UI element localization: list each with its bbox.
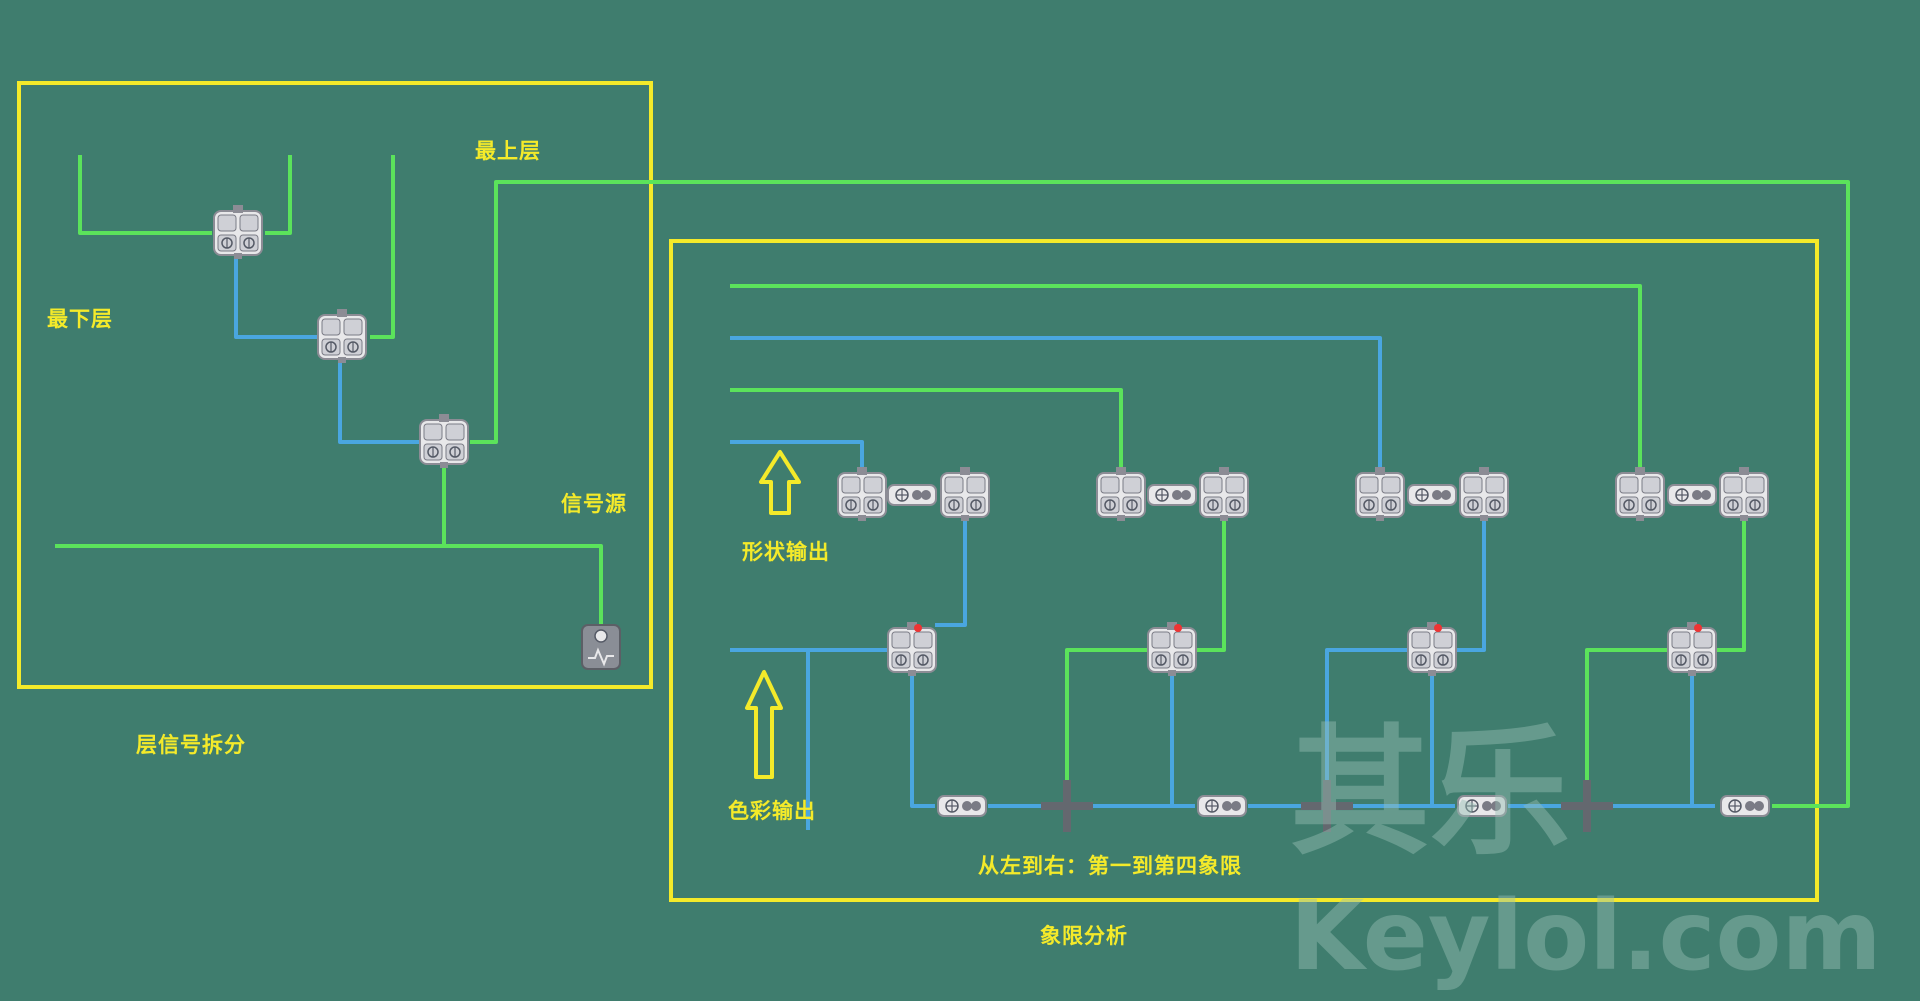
crossover-block[interactable]: [1096, 466, 1146, 522]
label-color-output: 色彩输出: [728, 799, 816, 823]
label-layer-split: 层信号拆分: [136, 733, 246, 757]
painter-block[interactable]: [1407, 621, 1457, 677]
label-top-layer: 最上层: [475, 139, 541, 163]
crossover-block[interactable]: [837, 466, 887, 522]
label-bottom-layer: 最下层: [47, 307, 113, 331]
green-wire: [470, 180, 1850, 808]
crossover-block[interactable]: [1147, 484, 1197, 506]
painter-block[interactable]: [1667, 621, 1717, 677]
arrow-up-icon: [745, 670, 783, 779]
crossover-block[interactable]: [1719, 466, 1769, 522]
layer-split-frame: [17, 81, 653, 689]
watermark-url: Keylol.com: [1290, 880, 1882, 992]
crossover-block[interactable]: [1355, 466, 1405, 522]
crossover-block[interactable]: [940, 466, 990, 522]
blue-wire: [730, 336, 1382, 472]
label-left-to-right: 从左到右：第一到第四象限: [978, 854, 1242, 878]
painter-block[interactable]: [1147, 621, 1197, 677]
green-wire: [1585, 648, 1668, 806]
painter-block[interactable]: [213, 204, 263, 260]
label-quadrant-analysis: 象限分析: [1040, 924, 1128, 948]
blue-wire: [1325, 648, 1408, 806]
signal-source-block[interactable]: [581, 624, 621, 670]
arrow-up-icon: [759, 450, 801, 515]
crossover-block[interactable]: [1720, 795, 1770, 817]
watermark-logo: 其乐: [1290, 712, 1571, 875]
painter-block[interactable]: [887, 621, 937, 677]
crossover-block[interactable]: [1615, 466, 1665, 522]
green-wire: [78, 155, 212, 235]
green-wire: [730, 388, 1123, 472]
crossover-block[interactable]: [1667, 484, 1717, 506]
painter-block[interactable]: [317, 308, 367, 364]
crossover-block[interactable]: [1459, 466, 1509, 522]
painter-block[interactable]: [419, 413, 469, 469]
crossover-block[interactable]: [937, 795, 987, 817]
blue-wire: [935, 520, 967, 627]
blue-wire: [338, 360, 420, 444]
blue-wire: [1455, 520, 1486, 652]
indicator-dot: [1434, 624, 1442, 632]
indicator-dot: [1174, 624, 1182, 632]
blue-wire: [910, 673, 935, 808]
green-wire: [265, 155, 292, 235]
green-wire: [1195, 520, 1226, 652]
quadrant-analysis-frame: [669, 239, 1819, 902]
indicator-dot: [914, 624, 922, 632]
green-wire: [1715, 520, 1746, 652]
crossover-block[interactable]: [887, 484, 937, 506]
green-wire: [370, 155, 395, 339]
blue-wire: [730, 440, 864, 472]
green-wire: [1065, 648, 1148, 806]
label-signal-source: 信号源: [561, 492, 627, 516]
blue-wire: [234, 258, 318, 339]
wire-junction: [1041, 780, 1093, 832]
crossover-block[interactable]: [1407, 484, 1457, 506]
green-wire: [55, 544, 603, 625]
crossover-block[interactable]: [1197, 795, 1247, 817]
green-wire: [730, 284, 1642, 472]
crossover-block[interactable]: [1199, 466, 1249, 522]
indicator-dot: [1694, 624, 1702, 632]
label-shape-output: 形状输出: [742, 540, 830, 564]
